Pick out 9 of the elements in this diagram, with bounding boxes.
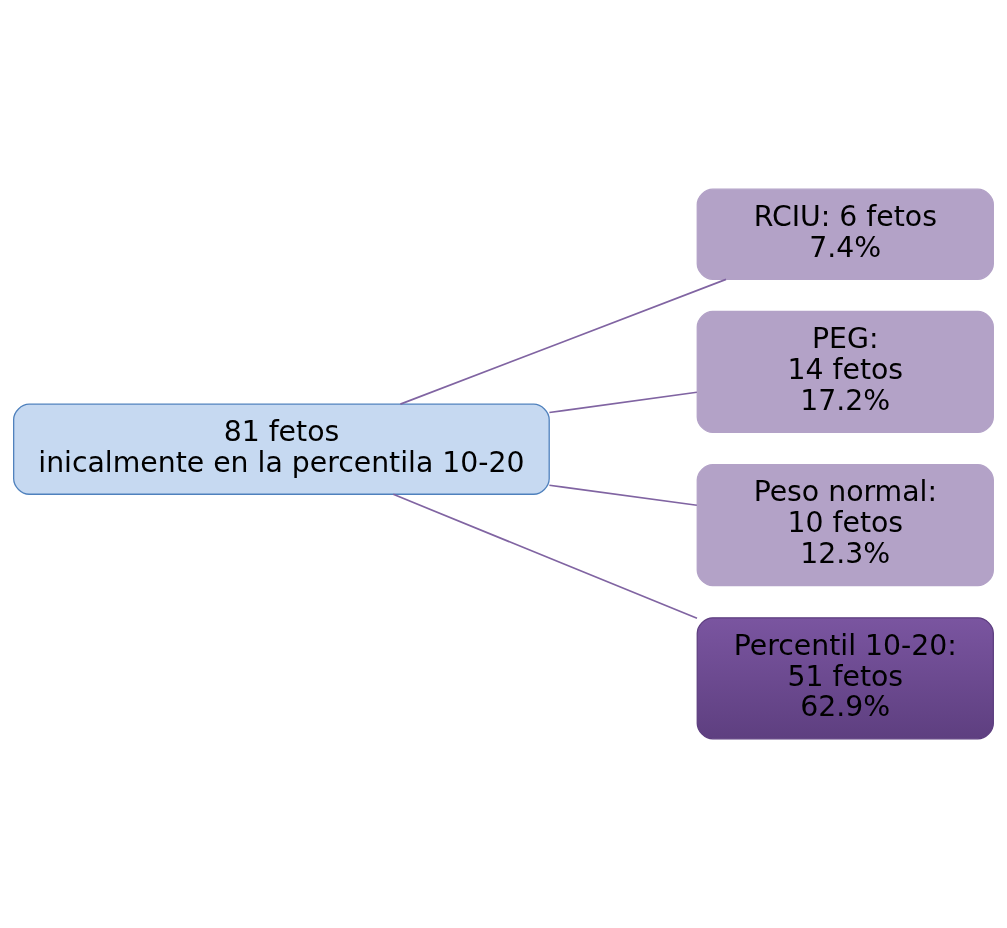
node-box: Peso normal: 10 fetos 12.3% (696, 464, 994, 587)
connector (548, 391, 698, 414)
connector (399, 278, 727, 405)
connector (548, 484, 698, 507)
node-box: 81 fetos inicalmente en la percentila 10-20 (13, 403, 550, 495)
node-box: Percentil 10-20: 51 fetos 62.9% (696, 617, 994, 740)
node-box: PEG: 14 fetos 17.2% (696, 310, 994, 434)
node-box: RCIU: 6 fetos 7.4% (696, 188, 994, 280)
connector (392, 493, 698, 620)
